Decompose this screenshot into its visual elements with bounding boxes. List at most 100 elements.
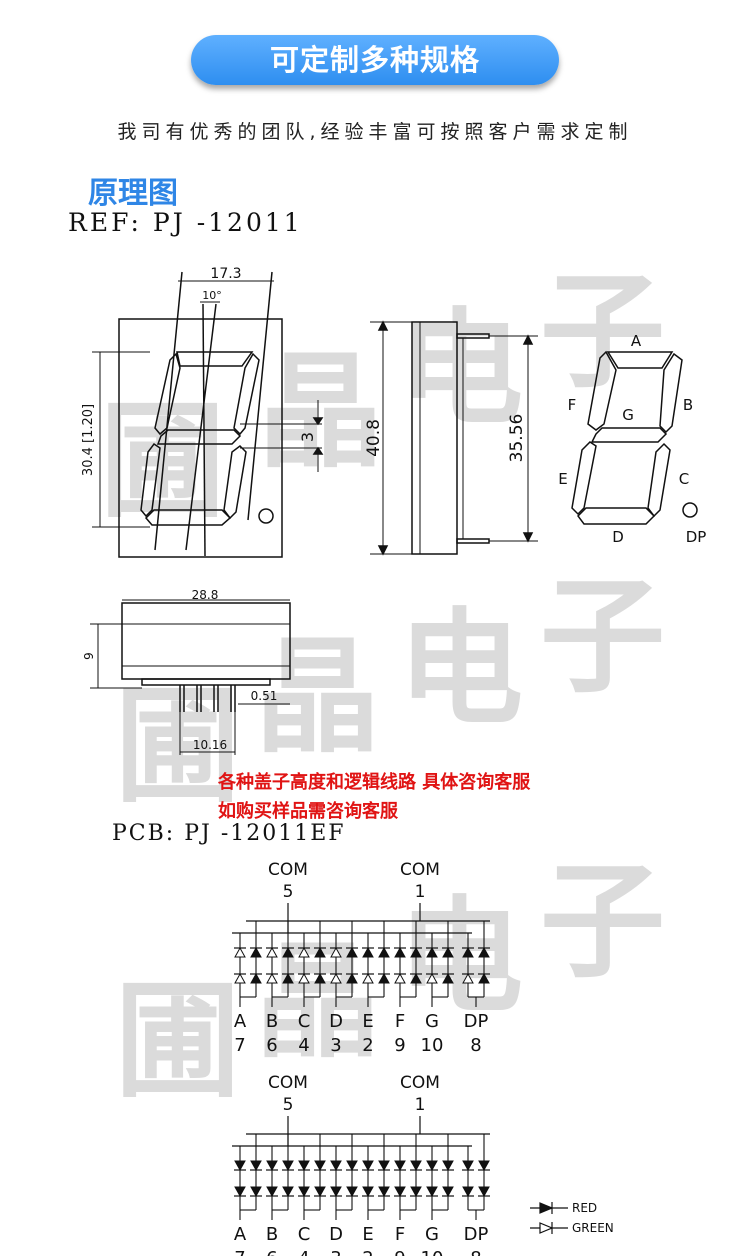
diode-icon: [346, 1160, 358, 1172]
diode-icon: [250, 972, 262, 984]
com-b-label: COM: [400, 860, 440, 880]
section-title: 原理图: [88, 176, 178, 211]
pin-seg-a: A: [234, 1224, 247, 1245]
pin-num-c: 4: [298, 1035, 309, 1056]
diode-icon: [394, 946, 406, 958]
pin-num-g: 10: [421, 1035, 444, 1056]
seg-c: [223, 445, 247, 520]
com-a-label: COM: [268, 860, 308, 880]
diode-icon: [282, 946, 294, 958]
pin-num-dp: 8: [470, 1035, 481, 1056]
diode-icon: [282, 1160, 294, 1172]
svg-text:子: 子: [540, 565, 665, 710]
diode-icon: [298, 972, 310, 984]
pin-num-a: 7: [234, 1035, 245, 1056]
dim-seg-gap: 3: [298, 432, 317, 442]
diode-icon: [346, 1186, 358, 1198]
svg-text:圃: 圃: [115, 970, 240, 1115]
com-a-pin: 5: [283, 882, 294, 902]
watermark-char-3: 电: [398, 297, 523, 442]
com-b-pin: 1: [415, 1095, 426, 1115]
segment-label-diagram: [571, 350, 698, 525]
label-f: F: [568, 396, 577, 414]
diode-icon: [250, 1160, 262, 1172]
dim-width-top: 17.3: [210, 266, 241, 282]
pin-num-f: 9: [394, 1248, 405, 1256]
dim-slant: 10°: [202, 289, 222, 302]
front-view: [92, 271, 324, 558]
pin-seg-f: F: [395, 1011, 405, 1032]
diode-icon: [362, 1186, 374, 1198]
diode-icon: [462, 946, 474, 958]
pin-seg-e: E: [362, 1224, 373, 1245]
diode-icon: [442, 946, 454, 958]
diode-icon: [298, 946, 310, 958]
diode-icon: [266, 946, 278, 958]
legend-green-diode-icon: [539, 1222, 554, 1234]
legend: [530, 1202, 568, 1234]
seg-e: [140, 442, 161, 518]
pin-seg-e: E: [362, 1011, 373, 1032]
diode-icon: [362, 1160, 374, 1172]
pin-seg-a: A: [234, 1011, 247, 1032]
diode-icon: [250, 946, 262, 958]
com-b-pin: 1: [415, 882, 426, 902]
legend-red-label: RED: [572, 1201, 597, 1215]
dim-pin-width: 0.51: [251, 689, 278, 703]
pin-seg-b: B: [266, 1224, 278, 1245]
diode-icon: [478, 972, 490, 984]
watermark: 圃 晶 电 子 圃 晶 电 子 圃 晶 电 子: [100, 260, 665, 1115]
pin-num-dp: 8: [470, 1248, 481, 1256]
dim-height-left: 30.4 [1.20]: [81, 404, 96, 476]
diode-icon: [298, 1160, 310, 1172]
svg-text:晶: 晶: [255, 625, 380, 770]
label-b: B: [683, 396, 693, 414]
label-e: E: [558, 470, 567, 488]
diode-icon: [330, 946, 342, 958]
pin-seg-g: G: [425, 1224, 439, 1245]
diode-icon: [426, 946, 438, 958]
banner-title: 可定制多种规格: [269, 43, 480, 77]
seg-g: [156, 429, 242, 445]
diode-icon: [346, 946, 358, 958]
seg-b: [233, 352, 260, 436]
pin-seg-g: G: [425, 1011, 439, 1032]
diode-icon: [426, 1160, 438, 1172]
diode-icon: [378, 1160, 390, 1172]
side-pin-bottom: [456, 538, 490, 544]
diode-icon: [234, 1186, 246, 1198]
diode-icon: [330, 972, 342, 984]
svg-text:子: 子: [540, 850, 665, 995]
note-line-2: 如购买样品需咨询客服: [218, 801, 398, 822]
legend-red-diode-icon: [539, 1202, 554, 1214]
diode-icon: [394, 972, 406, 984]
seg-d: [144, 509, 232, 526]
diode-icon: [478, 946, 490, 958]
diode-icon: [442, 1160, 454, 1172]
com-b-label: COM: [400, 1073, 440, 1093]
pin-seg-b: B: [266, 1011, 278, 1032]
diode-icon: [378, 946, 390, 958]
watermark-char-2: 晶: [258, 340, 383, 485]
diode-icon: [330, 1160, 342, 1172]
pin-seg-c: C: [298, 1011, 311, 1032]
title-banner: 可定制多种规格: [191, 35, 559, 85]
front-body-outline: [118, 318, 283, 558]
pin-num-b: 6: [266, 1248, 277, 1256]
pin-seg-d: D: [329, 1011, 343, 1032]
pin-num-d: 3: [330, 1248, 341, 1256]
diode-icon: [426, 972, 438, 984]
pin-num-e: 2: [362, 1248, 373, 1256]
pin-num-c: 4: [298, 1248, 309, 1256]
diode-icon: [314, 1186, 326, 1198]
dim-depth: 9: [82, 652, 96, 660]
diode-icon: [410, 946, 422, 958]
diode-icon: [378, 1186, 390, 1198]
diode-icon: [394, 1186, 406, 1198]
label-g: G: [622, 406, 634, 424]
svg-text:电: 电: [398, 597, 523, 742]
diode-icon: [234, 972, 246, 984]
dim-total-height: 40.8: [364, 419, 384, 457]
